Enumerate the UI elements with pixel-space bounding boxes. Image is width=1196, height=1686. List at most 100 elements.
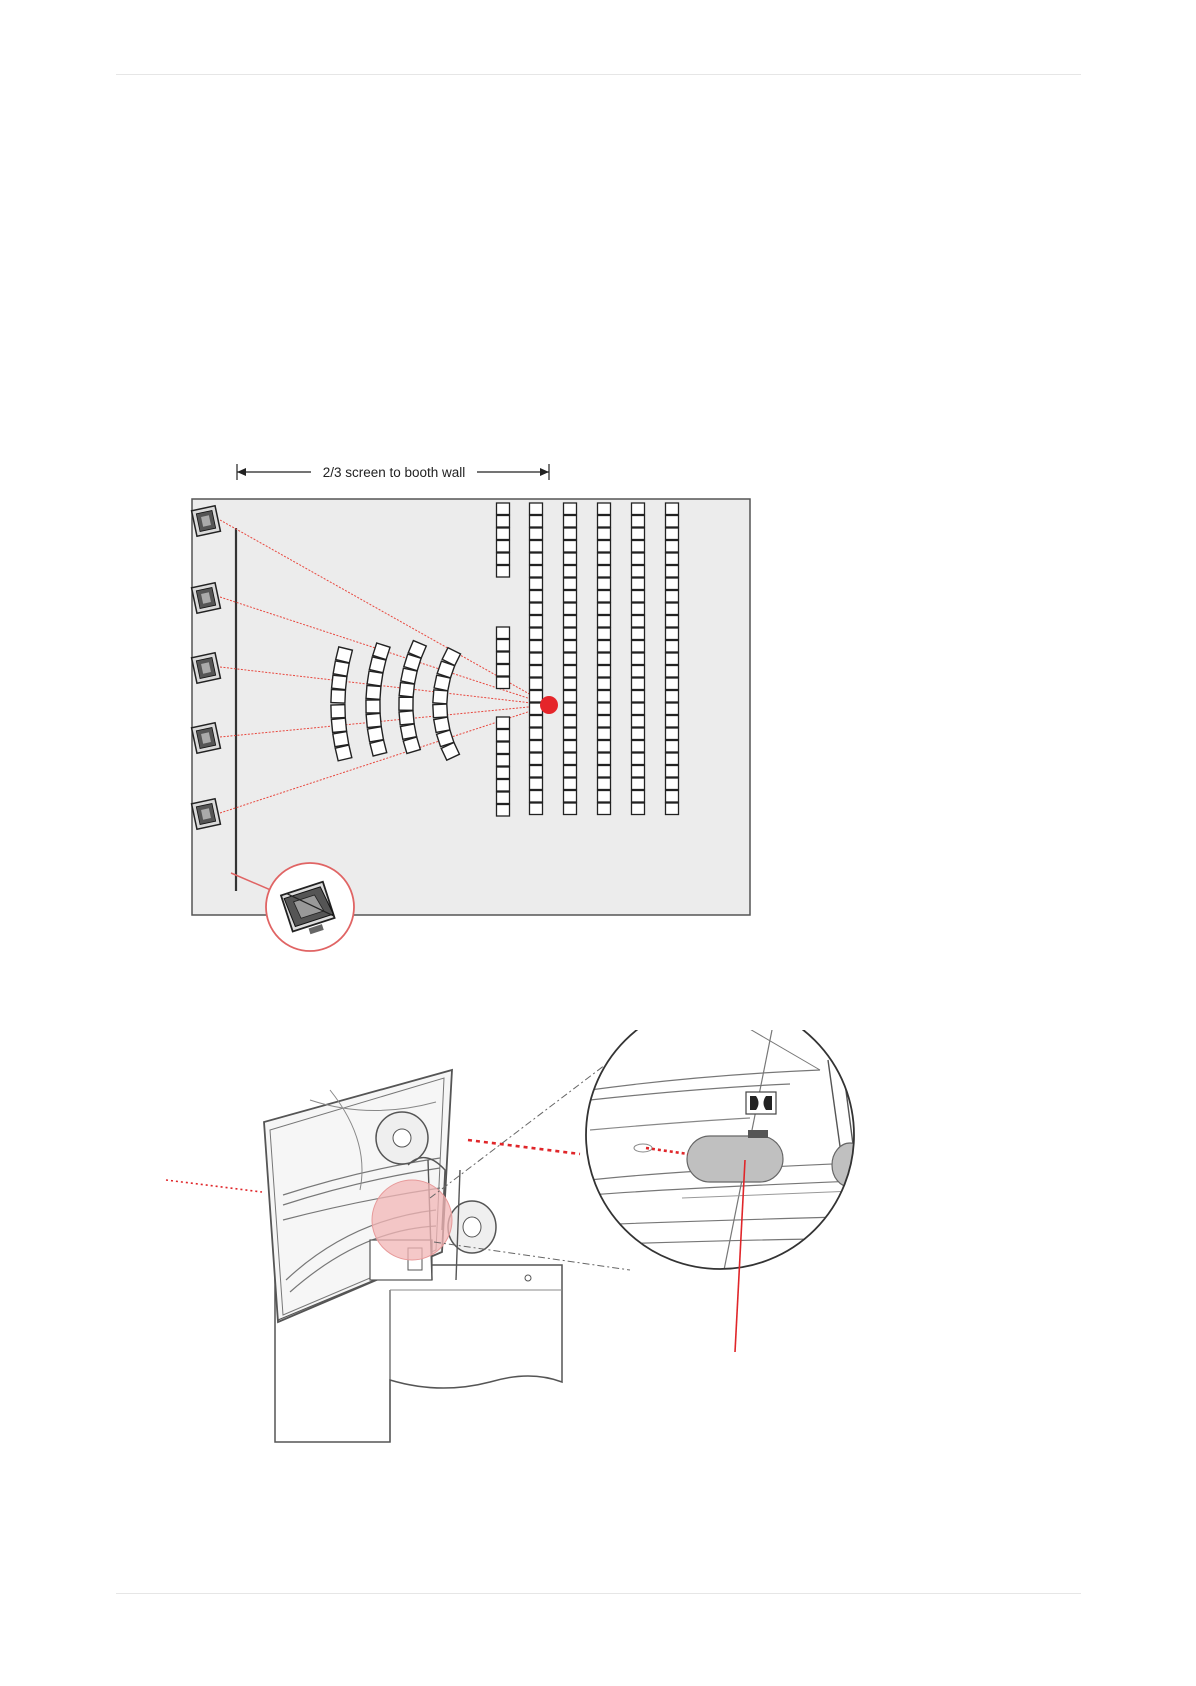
seat <box>666 791 679 803</box>
seat <box>564 741 577 753</box>
seat <box>366 713 381 727</box>
seat <box>333 732 349 747</box>
seat <box>632 666 645 678</box>
seat <box>497 503 510 515</box>
seat <box>399 697 413 710</box>
seat <box>632 753 645 765</box>
seat <box>666 578 679 590</box>
seat <box>666 666 679 678</box>
seat <box>401 668 417 684</box>
seat <box>564 728 577 740</box>
seat <box>598 566 611 578</box>
seat <box>497 640 510 652</box>
seat <box>666 691 679 703</box>
seat <box>666 628 679 640</box>
seat <box>666 503 679 515</box>
seat <box>598 703 611 715</box>
seat <box>564 541 577 553</box>
bottom-rule <box>116 1593 1081 1594</box>
seat <box>497 516 510 528</box>
seat <box>598 603 611 615</box>
seat <box>666 653 679 665</box>
seat <box>598 653 611 665</box>
seat <box>331 705 345 718</box>
seat <box>666 603 679 615</box>
callout-top <box>468 1140 580 1154</box>
seat <box>530 766 543 778</box>
seat <box>332 675 347 689</box>
callout-left <box>166 1180 262 1192</box>
seat <box>367 727 383 742</box>
seat <box>366 685 381 699</box>
seat <box>564 703 577 715</box>
seat <box>336 647 353 663</box>
dimension-label: 2/3 screen to booth wall <box>323 465 466 480</box>
seat <box>598 753 611 765</box>
seat <box>632 528 645 540</box>
logo-mark <box>746 1092 776 1114</box>
seat <box>598 516 611 528</box>
seat <box>434 675 450 691</box>
seat <box>632 653 645 665</box>
seat <box>666 678 679 690</box>
seat <box>367 671 383 686</box>
seat <box>598 741 611 753</box>
seat <box>530 628 543 640</box>
seat <box>497 780 510 792</box>
seat <box>530 778 543 790</box>
seat <box>530 728 543 740</box>
seat <box>530 741 543 753</box>
seat <box>564 691 577 703</box>
seat <box>366 700 380 713</box>
driver-upper <box>376 1112 428 1164</box>
seat <box>370 740 387 756</box>
seat <box>632 616 645 628</box>
seat <box>598 528 611 540</box>
seat <box>530 503 543 515</box>
seat <box>598 616 611 628</box>
seat <box>433 690 448 704</box>
seat <box>598 803 611 815</box>
seat <box>400 724 416 739</box>
seat <box>666 766 679 778</box>
seat <box>564 528 577 540</box>
seat <box>564 753 577 765</box>
seat <box>666 741 679 753</box>
seat <box>564 553 577 565</box>
seat <box>666 591 679 603</box>
seat <box>530 553 543 565</box>
seat <box>497 717 510 729</box>
seat <box>403 737 420 753</box>
seat <box>666 641 679 653</box>
seat <box>335 745 352 761</box>
seat <box>530 603 543 615</box>
seat <box>564 791 577 803</box>
seat <box>497 541 510 553</box>
seat <box>632 728 645 740</box>
seat <box>497 730 510 742</box>
seat <box>497 665 510 677</box>
seat <box>530 541 543 553</box>
seat <box>632 741 645 753</box>
seat <box>666 616 679 628</box>
speaker-icon <box>192 723 221 753</box>
seat <box>564 566 577 578</box>
seat <box>632 716 645 728</box>
seat <box>497 528 510 540</box>
seat <box>632 516 645 528</box>
seat <box>331 690 346 704</box>
seat <box>632 766 645 778</box>
seat <box>632 678 645 690</box>
seat <box>598 591 611 603</box>
dimension-marker: 2/3 screen to booth wall <box>237 461 549 481</box>
seat <box>598 628 611 640</box>
highlight-area <box>372 1180 452 1260</box>
seat <box>530 678 543 690</box>
listener-position <box>540 696 558 714</box>
seat <box>598 553 611 565</box>
seat <box>632 691 645 703</box>
seat <box>399 683 414 697</box>
theater-layout-diagram: 2/3 screen to booth wall <box>178 455 778 965</box>
seat <box>666 728 679 740</box>
seat <box>530 528 543 540</box>
